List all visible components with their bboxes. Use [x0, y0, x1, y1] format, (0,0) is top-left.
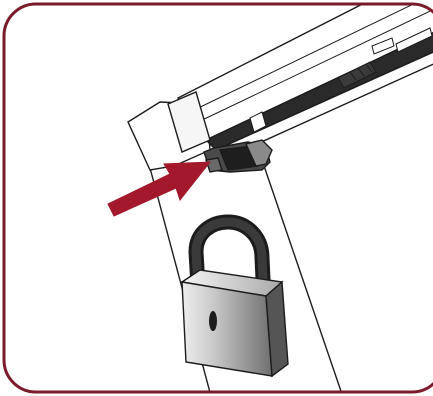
illustration [0, 0, 433, 396]
